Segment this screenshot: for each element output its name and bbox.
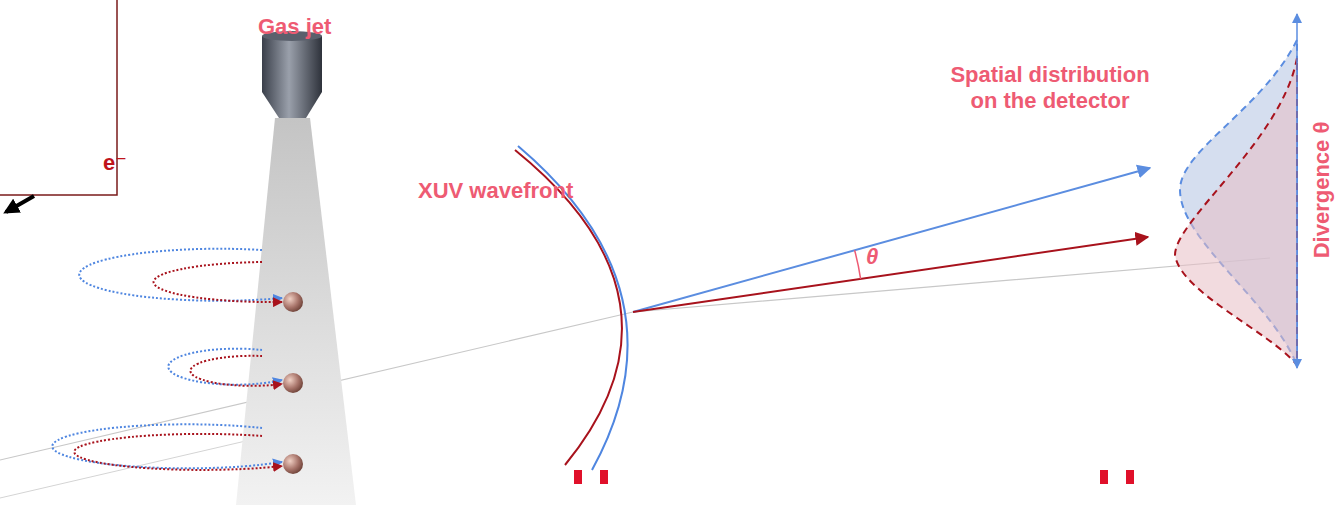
distribution-red [1175,58,1297,365]
angle-symbol: θ [866,244,878,270]
mark [600,470,608,484]
gas-plume [236,118,356,505]
angle-arc [855,250,861,279]
pointer-arrow [6,196,34,212]
electron-label: e⁻ [103,150,127,176]
electron-trajectory [154,262,282,302]
gas-nozzle [262,32,322,118]
electron-trajectory [74,434,282,470]
ray-blue [633,168,1150,312]
divergence-label: Divergence θ [1309,122,1335,259]
inset-frame [0,0,117,195]
gas-jet-label: Gas jet [258,14,331,40]
ray-red [633,237,1148,312]
electron-trajectory [190,356,282,386]
electron-trajectory [79,249,282,301]
mark [1126,470,1134,484]
mark [1100,470,1108,484]
detector-label: Spatial distribution on the detector [950,62,1150,115]
electron-trajectory [52,424,282,468]
atom [283,454,303,474]
atom [283,292,303,312]
electron-trajectory [168,349,282,385]
divergence-arrow [1296,14,1298,368]
optical-axis [0,258,1270,460]
wavefront-label: XUV wavefront [418,178,573,204]
atom [283,373,303,393]
mark [574,470,582,484]
